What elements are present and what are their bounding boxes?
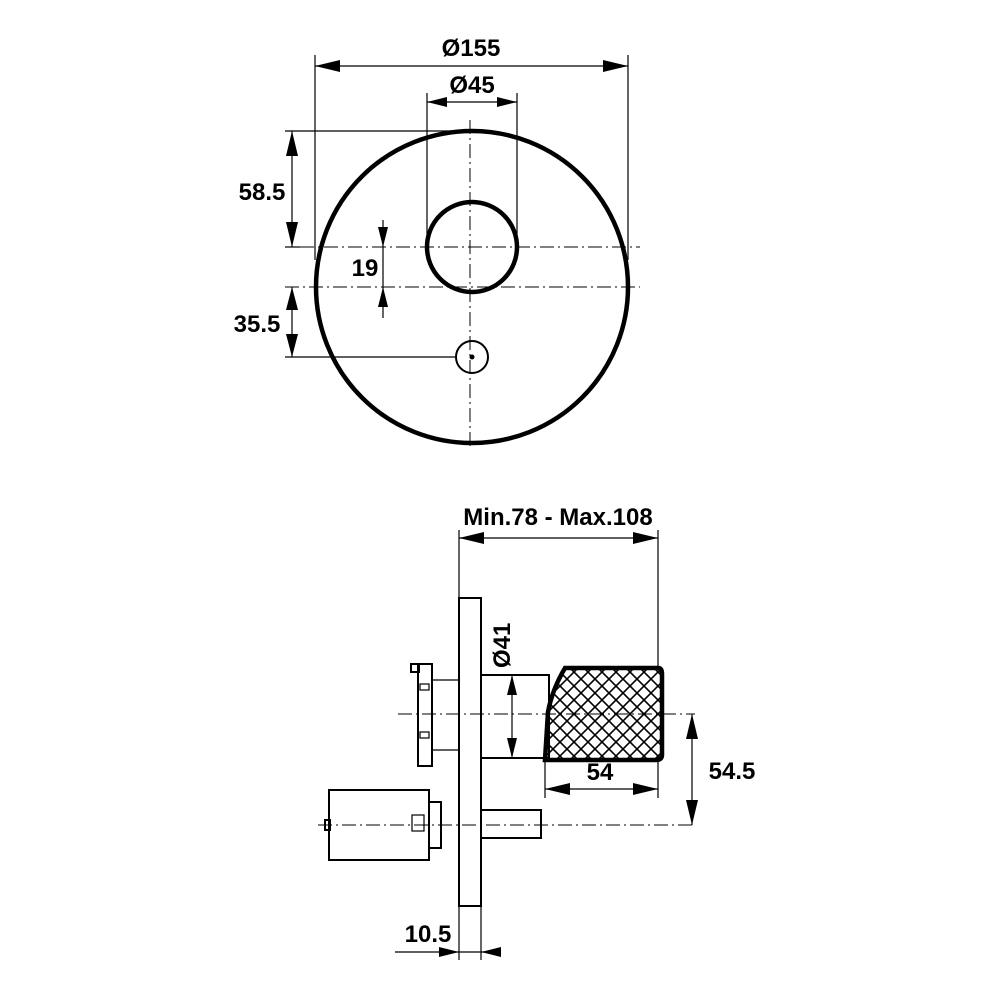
label-handle-length: 54 (587, 759, 614, 786)
label-hole-diameter: Ø45 (449, 72, 494, 99)
label-center-offset: 19 (352, 255, 379, 282)
dimension-handle-diameter: Ø41 (489, 623, 517, 758)
dimension-top-offset: 58.5 (239, 130, 470, 248)
label-plate-thickness: 10.5 (405, 921, 452, 948)
label-projection-range: Min.78 - Max.108 (463, 504, 652, 531)
side-view: Min.78 - Max.108 Ø41 54 54.5 (318, 504, 755, 960)
cover-plate-side (458, 597, 482, 907)
cartridge-body (324, 789, 442, 861)
label-overall-diameter: Ø155 (442, 35, 501, 62)
small-knob-center (469, 354, 475, 360)
dimension-hole-diameter: Ø45 (426, 72, 518, 250)
dimension-height-offset: 54.5 (686, 714, 755, 825)
label-handle-diameter: Ø41 (489, 623, 516, 668)
dimension-plate-thickness: 10.5 (395, 906, 501, 960)
rear-bracket (410, 663, 459, 767)
label-lower-offset: 35.5 (234, 311, 281, 338)
dimension-center-offset: 19 (352, 220, 388, 318)
dimension-lower-offset: 35.5 (234, 287, 456, 358)
cover-plate-outline (313, 128, 631, 446)
dimension-handle-length: 54 (544, 759, 659, 798)
lower-shaft (480, 809, 542, 839)
label-top-offset: 58.5 (239, 179, 286, 206)
top-view: Ø155 Ø45 58.5 19 (234, 35, 640, 450)
label-height-offset: 54.5 (709, 758, 756, 785)
dimension-projection-range: Min.78 - Max.108 (458, 504, 659, 668)
knurled-handle (542, 665, 665, 763)
dimension-overall-diameter: Ø155 (314, 35, 629, 260)
